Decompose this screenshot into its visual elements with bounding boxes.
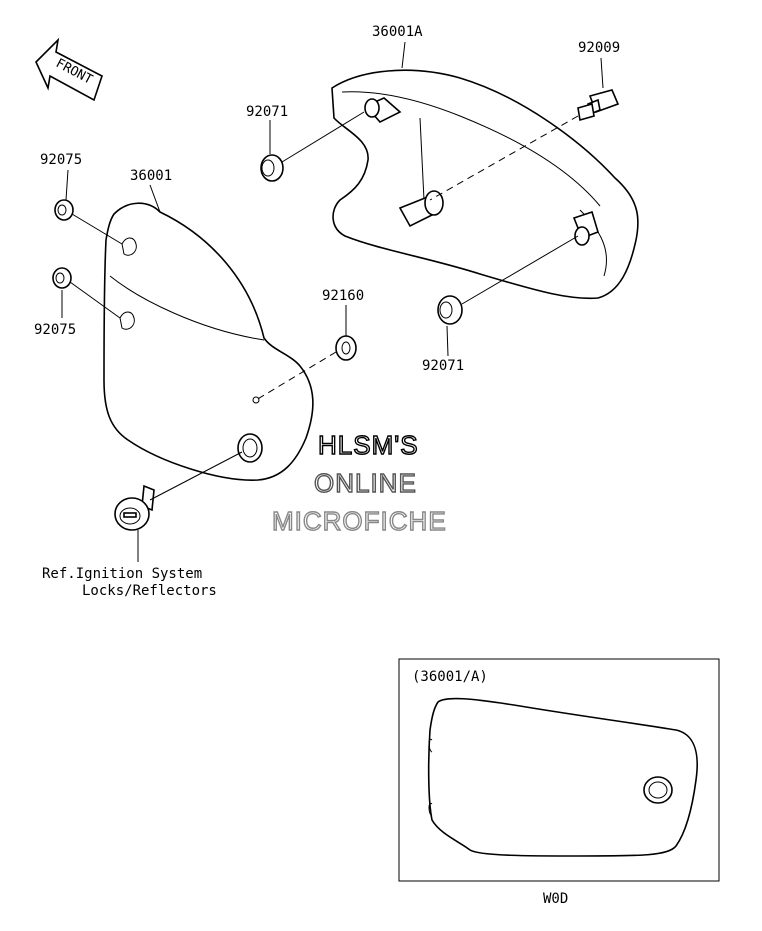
grommet-92071-bottom xyxy=(437,295,463,325)
watermark-line3: MICROFICHE xyxy=(272,506,447,536)
label-92075-top: 92075 xyxy=(40,152,82,168)
leader-lines xyxy=(61,41,604,562)
grommet-92075-bottom xyxy=(52,267,72,289)
front-arrow-icon: FRONT xyxy=(35,37,103,102)
label-92075-bottom: 92075 xyxy=(34,322,76,338)
inset-title: (36001/A) xyxy=(412,669,488,685)
side-cover-36001a xyxy=(331,69,639,300)
label-92009: 92009 xyxy=(578,40,620,56)
washer-92160 xyxy=(335,335,357,361)
reference-note-line2: Locks/Reflectors xyxy=(82,583,217,599)
label-92071-top: 92071 xyxy=(246,104,288,120)
watermark-line1: HLSM'S xyxy=(318,430,419,460)
inset-caption: W0D xyxy=(543,891,568,907)
bolt-92009 xyxy=(577,89,620,122)
lock-cylinder-icon xyxy=(114,484,155,531)
reference-note-line1: Ref.Ignition System xyxy=(42,566,202,582)
label-36001: 36001 xyxy=(130,168,172,184)
side-cover-36001 xyxy=(103,202,314,481)
grommet-92071-top xyxy=(260,154,284,182)
label-36001a: 36001A xyxy=(372,24,423,40)
grommet-92075-top xyxy=(54,199,74,221)
label-92160: 92160 xyxy=(322,288,364,304)
watermark-line2: ONLINE xyxy=(314,468,417,498)
label-92071-bottom: 92071 xyxy=(422,358,464,374)
inset-box: (36001/A) xyxy=(398,658,720,882)
